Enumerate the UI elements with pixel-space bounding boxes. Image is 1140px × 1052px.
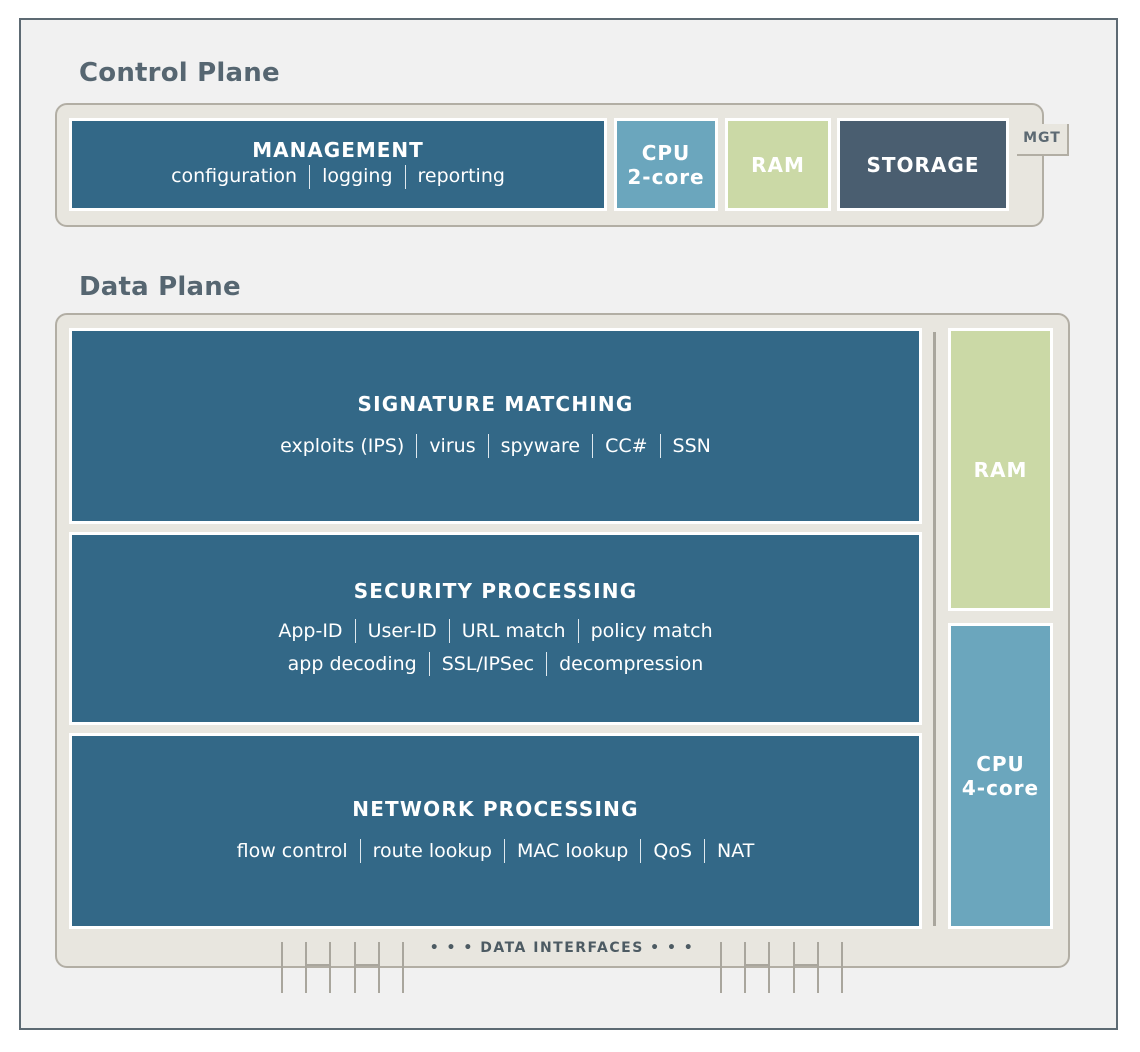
security-title: SECURITY PROCESSING bbox=[353, 579, 638, 603]
security-item: URL match bbox=[461, 620, 566, 642]
signature-matching-block: SIGNATURE MATCHING exploits (IPS) virus … bbox=[69, 328, 922, 524]
security-item: SSL/IPSec bbox=[441, 652, 535, 675]
management-item: logging bbox=[322, 165, 393, 188]
security-item: app decoding bbox=[287, 652, 417, 675]
data-cpu-label: CPU bbox=[976, 752, 1025, 776]
management-item: configuration bbox=[171, 165, 298, 188]
network-processing-block: NETWORK PROCESSING flow control route lo… bbox=[69, 733, 922, 929]
management-items: configuration logging reporting bbox=[171, 162, 505, 191]
signature-item: spyware bbox=[500, 434, 581, 457]
network-item: QoS bbox=[653, 839, 693, 862]
control-ram-label: RAM bbox=[751, 152, 805, 177]
management-item: reporting bbox=[417, 165, 505, 188]
security-items-row1: App-ID User-ID URL match policy match bbox=[278, 617, 713, 646]
control-cpu-block: CPU 2-core bbox=[614, 118, 718, 211]
network-item: route lookup bbox=[372, 839, 492, 862]
network-item: NAT bbox=[717, 839, 755, 862]
network-item: MAC lookup bbox=[516, 839, 629, 862]
storage-block: STORAGE bbox=[837, 118, 1009, 211]
data-plane-title: Data Plane bbox=[79, 272, 241, 302]
storage-label: STORAGE bbox=[866, 152, 980, 177]
security-item: decompression bbox=[559, 652, 704, 675]
network-items: flow control route lookup MAC lookup QoS… bbox=[236, 837, 755, 866]
management-block: MANAGEMENT configuration logging reporti… bbox=[69, 118, 607, 211]
signature-item: exploits (IPS) bbox=[280, 434, 405, 457]
signature-items: exploits (IPS) virus spyware CC# SSN bbox=[280, 432, 711, 461]
signature-item: SSN bbox=[672, 434, 711, 457]
data-ram-block: RAM bbox=[948, 328, 1053, 611]
security-item: policy match bbox=[590, 620, 713, 642]
signature-item: CC# bbox=[605, 434, 648, 457]
data-interfaces-label: • • • DATA INTERFACES • • • bbox=[429, 940, 695, 956]
divider-line bbox=[933, 332, 936, 926]
network-item: flow control bbox=[236, 839, 348, 862]
security-processing-block: SECURITY PROCESSING App-ID User-ID URL m… bbox=[69, 532, 922, 725]
data-cpu-block: CPU 4-core bbox=[948, 623, 1053, 929]
control-cpu-label: CPU bbox=[641, 140, 691, 165]
security-item: User-ID bbox=[367, 620, 437, 642]
data-ram-label: RAM bbox=[973, 457, 1028, 482]
control-ram-block: RAM bbox=[725, 118, 831, 211]
network-title: NETWORK PROCESSING bbox=[352, 796, 639, 821]
security-item: App-ID bbox=[278, 620, 343, 642]
mgt-tag: MGT bbox=[1017, 124, 1069, 156]
control-cpu-cores: 2-core bbox=[627, 164, 705, 189]
control-plane-title: Control Plane bbox=[79, 58, 280, 88]
signature-title: SIGNATURE MATCHING bbox=[357, 391, 634, 416]
management-title: MANAGEMENT bbox=[252, 138, 424, 163]
security-items-row2: app decoding SSL/IPSec decompression bbox=[287, 650, 704, 679]
signature-item: virus bbox=[429, 434, 476, 457]
data-cpu-cores: 4-core bbox=[961, 776, 1040, 800]
